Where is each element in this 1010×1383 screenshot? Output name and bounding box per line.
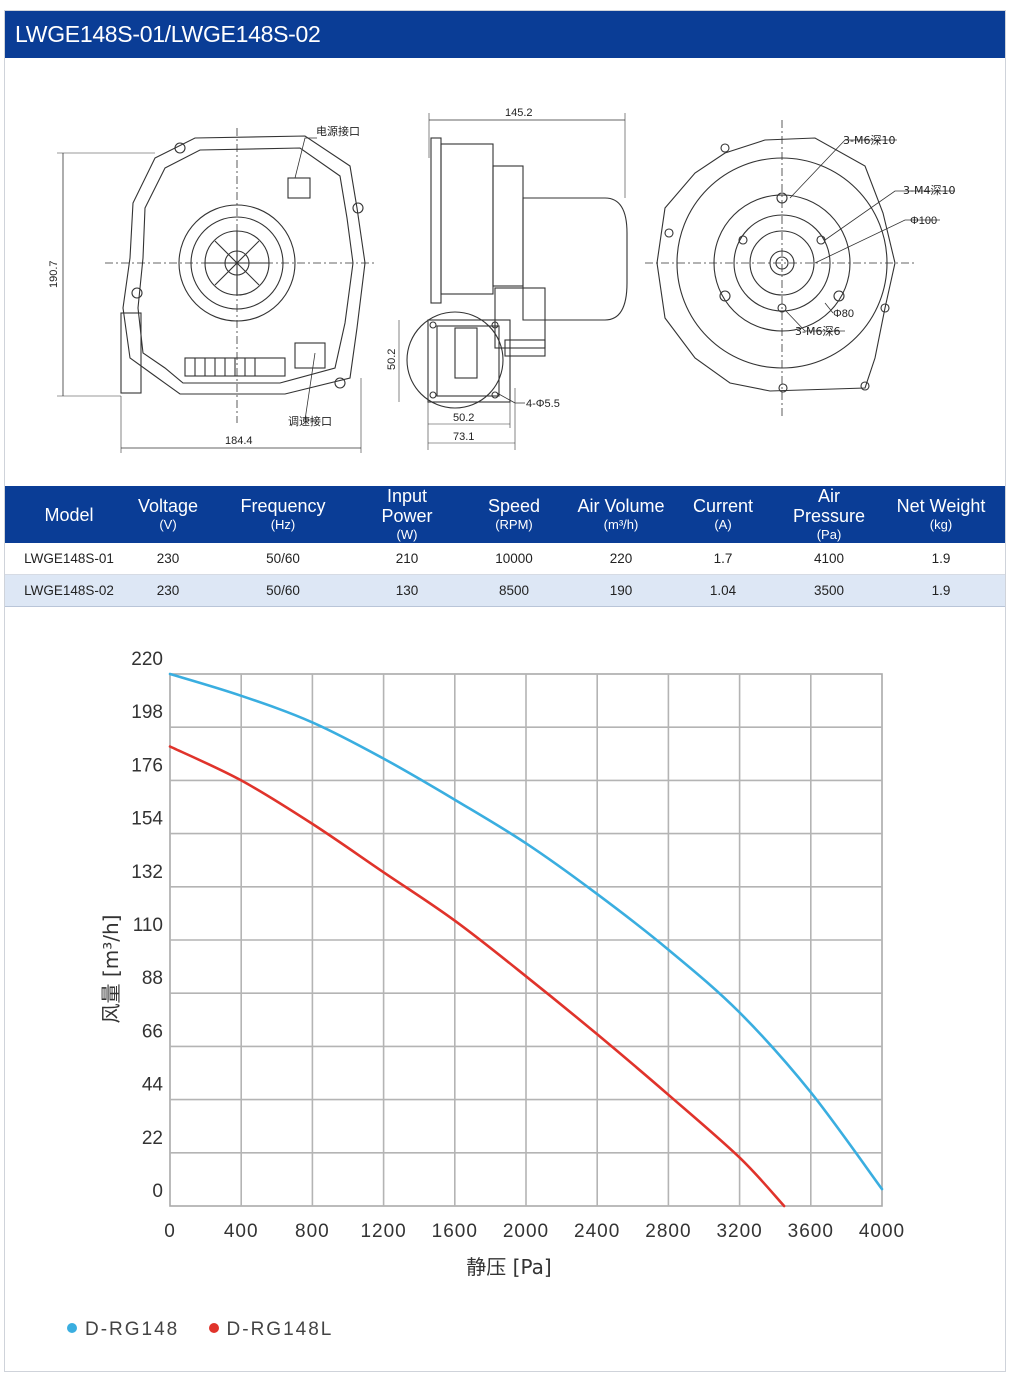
x-tick-label: 400 xyxy=(224,1221,259,1242)
cell-current: 1.7 xyxy=(665,543,781,575)
cell-frequency: 50/60 xyxy=(203,574,363,607)
front-height-dim: 190.7 xyxy=(48,260,60,288)
y-tick-label: 22 xyxy=(142,1128,163,1149)
cell-model: LWGE148S-02 xyxy=(5,574,133,607)
cell-current: 1.04 xyxy=(665,574,781,607)
cell-air-volume: 190 xyxy=(577,574,665,607)
back-m4-10-label: 3-M4深10 xyxy=(903,184,955,197)
cell-input-power: 130 xyxy=(363,574,451,607)
legend-item-d-rg148l: D-RG148L xyxy=(208,1319,334,1341)
y-tick-label: 88 xyxy=(142,968,163,989)
x-tick-label: 2800 xyxy=(645,1221,691,1242)
legend-item-d-rg148: D-RG148 xyxy=(67,1319,179,1341)
cell-air-volume: 220 xyxy=(577,543,665,575)
technical-drawings: 电源接口 调速接口 190.7 184.4 xyxy=(5,58,1005,486)
performance-chart: 0 400 800 1200 1600 2000 2400 2800 3200 3600 4000 0… xyxy=(5,611,1005,1291)
x-axis-label: 静压 [Pa] xyxy=(466,1255,551,1279)
y-tick-label: 198 xyxy=(131,702,163,723)
cell-speed: 8500 xyxy=(451,574,577,607)
chart-ticks: 0 400 800 1200 1600 2000 2400 2800 3200 3600 4000 0… xyxy=(131,649,905,1242)
x-tick-label: 2400 xyxy=(574,1221,620,1242)
y-tick-label: 0 xyxy=(152,1181,163,1202)
chart-legend: D-RG148 D-RG148L xyxy=(67,1319,355,1343)
header-air-volume: Air Volume(m³/h) xyxy=(577,486,665,543)
back-m6-10-label: 3-M6深10 xyxy=(843,134,895,147)
cell-air-pressure: 4100 xyxy=(781,543,877,575)
chart-grid xyxy=(169,673,883,1207)
chart-series xyxy=(168,672,884,1208)
y-tick-label: 220 xyxy=(131,649,163,670)
y-tick-label: 176 xyxy=(131,755,163,776)
back-m6-6-label: 3-M6深6 xyxy=(795,325,840,338)
title-bar: LWGE148S-01/LWGE148S-02 xyxy=(5,11,1005,58)
x-tick-label: 4000 xyxy=(859,1221,905,1242)
drawings-svg: 电源接口 调速接口 190.7 184.4 xyxy=(48,107,955,453)
y-tick-label: 44 xyxy=(142,1075,164,1096)
cell-frequency: 50/60 xyxy=(203,543,363,575)
cell-speed: 10000 xyxy=(451,543,577,575)
series-line-d-rg148 xyxy=(168,672,884,1191)
header-frequency: Frequency(Hz) xyxy=(203,486,363,543)
speed-port-label: 调速接口 xyxy=(288,415,332,428)
header-net-weight: Net Weight(kg) xyxy=(877,486,1005,543)
page-title: LWGE148S-01/LWGE148S-02 xyxy=(15,21,321,47)
table-row: LWGE148S-01 230 50/60 210 10000 220 1.7 … xyxy=(5,543,1005,575)
x-tick-label: 1600 xyxy=(432,1221,478,1242)
side-flange-height-dim: 50.2 xyxy=(386,349,398,370)
cell-voltage: 230 xyxy=(133,574,203,607)
cell-input-power: 210 xyxy=(363,543,451,575)
x-tick-label: 2000 xyxy=(503,1221,549,1242)
header-model: Model xyxy=(5,486,133,543)
x-tick-label: 800 xyxy=(295,1221,330,1242)
header-input-power: Input Power(W) xyxy=(363,486,451,543)
table-header-row: Model Voltage(V) Frequency(Hz) Input Pow… xyxy=(5,486,1005,543)
y-tick-label: 110 xyxy=(133,915,163,936)
side-view xyxy=(398,113,628,450)
back-view xyxy=(645,120,955,418)
cell-net-weight: 1.9 xyxy=(877,574,1005,607)
x-tick-label: 0 xyxy=(164,1221,176,1242)
header-air-pressure: Air Pressure(Pa) xyxy=(781,486,877,543)
legend-label-d-rg148: D-RG148 xyxy=(85,1319,180,1340)
y-tick-label: 66 xyxy=(142,1021,163,1042)
front-view xyxy=(57,128,375,453)
side-holes-label: 4-Φ5.5 xyxy=(526,398,560,410)
series-line-d-rg148l xyxy=(168,745,786,1208)
datasheet-page: LWGE148S-01/LWGE148S-02 xyxy=(4,10,1006,1372)
front-width-dim: 184.4 xyxy=(225,435,253,447)
back-phi80-label: Φ80 xyxy=(833,308,854,320)
side-length-dim: 145.2 xyxy=(505,107,533,119)
power-port-label: 电源接口 xyxy=(316,124,360,138)
chart-svg: 0 400 800 1200 1600 2000 2400 2800 3200 3600 4000 0… xyxy=(99,649,905,1279)
header-voltage: Voltage(V) xyxy=(133,486,203,543)
y-axis-label: 风量 [m³/h] xyxy=(99,915,123,1024)
x-tick-label: 3200 xyxy=(716,1221,762,1242)
y-tick-label: 132 xyxy=(131,862,163,883)
cell-model: LWGE148S-01 xyxy=(5,543,133,575)
side-outlet-dim: 73.1 xyxy=(453,431,474,443)
side-flange-width-dim: 50.2 xyxy=(453,412,474,424)
legend-dot-d-rg148l xyxy=(208,1322,219,1333)
back-phi100-label: Φ100 xyxy=(910,215,937,227)
header-current: Current(A) xyxy=(665,486,781,543)
cell-net-weight: 1.9 xyxy=(877,543,1005,575)
legend-label-d-rg148l: D-RG148L xyxy=(226,1319,334,1340)
spec-table: Model Voltage(V) Frequency(Hz) Input Pow… xyxy=(5,486,1005,607)
x-tick-label: 1200 xyxy=(360,1221,406,1242)
x-tick-label: 3600 xyxy=(788,1221,834,1242)
cell-air-pressure: 3500 xyxy=(781,574,877,607)
table-row: LWGE148S-02 230 50/60 130 8500 190 1.04 … xyxy=(5,574,1005,607)
legend-dot-d-rg148 xyxy=(67,1322,77,1333)
header-speed: Speed(RPM) xyxy=(451,486,577,543)
y-tick-label: 154 xyxy=(131,809,163,830)
cell-voltage: 230 xyxy=(133,543,203,575)
